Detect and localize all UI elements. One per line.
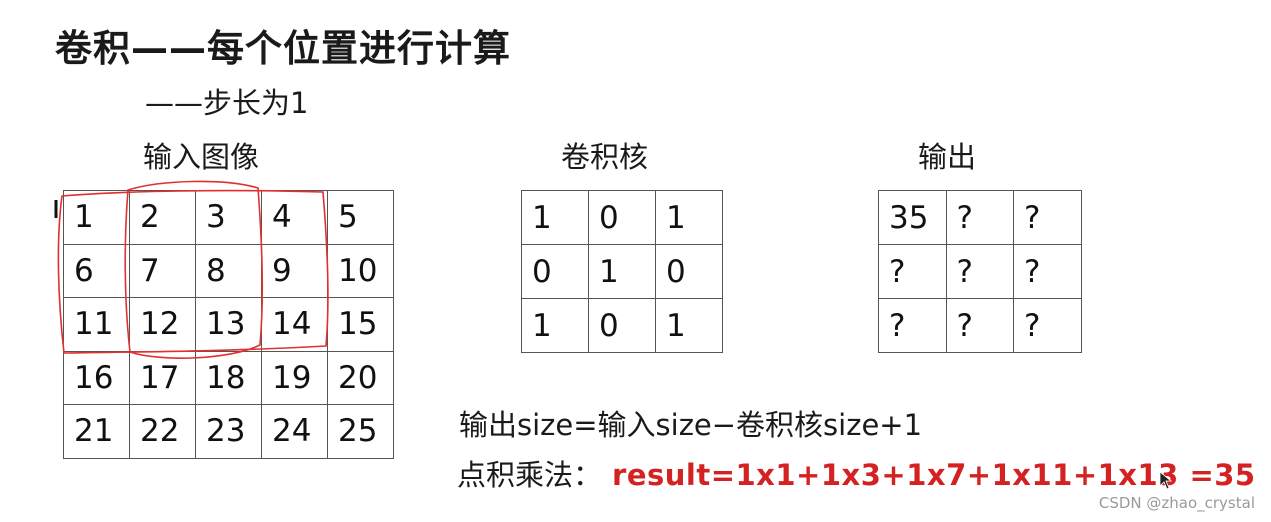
grid-cell: 14: [261, 297, 328, 352]
grid-cell: 0: [588, 298, 656, 353]
grid-cell: 17: [129, 350, 196, 405]
grid-cell: 12: [129, 297, 196, 352]
grid-cell: 0: [521, 244, 589, 299]
grid-cell: 8: [195, 243, 262, 298]
grid-row: 0 1 0: [521, 244, 723, 299]
grid-row: 35 ? ?: [878, 190, 1082, 245]
grid-cell: 4: [261, 190, 328, 245]
grid-cell: 5: [327, 190, 394, 245]
grid-cell: 7: [129, 243, 196, 298]
grid-cell: 1: [521, 298, 589, 353]
grid-cell: 1: [521, 190, 589, 245]
output-label: 输出: [918, 140, 977, 174]
grid-row: ? ? ?: [878, 298, 1082, 353]
kernel-grid: 1 0 1 0 1 0 1 0 1: [521, 190, 723, 353]
grid-row: 6 7 8 9 10: [63, 243, 394, 298]
grid-cell: 21: [63, 404, 130, 459]
input-image-label: 输入图像: [143, 140, 260, 174]
grid-cell: 1: [655, 190, 723, 245]
grid-cell: 13: [195, 297, 262, 352]
output-size-formula: 输出size=输入size−卷积核size+1: [459, 408, 923, 442]
grid-cell: 25: [327, 404, 394, 459]
grid-cell: ?: [1013, 190, 1082, 245]
grid-cell: ?: [878, 244, 947, 299]
grid-row: 16 17 18 19 20: [63, 350, 394, 405]
grid-cell: 22: [129, 404, 196, 459]
grid-cell: 18: [195, 350, 262, 405]
grid-row: 11 12 13 14 15: [63, 297, 394, 352]
grid-cell: ?: [878, 298, 947, 353]
grid-cell: ?: [1013, 298, 1082, 353]
stride-subtitle: ——步长为1: [145, 86, 309, 120]
grid-cell: 24: [261, 404, 328, 459]
grid-cell: 35: [878, 190, 947, 245]
grid-cell: ?: [1013, 244, 1082, 299]
watermark: CSDN @zhao_crystal: [1098, 494, 1255, 512]
grid-row: 1 0 1: [521, 298, 723, 353]
dot-product-label: 点积乘法：: [457, 458, 603, 492]
grid-cell: ?: [945, 190, 1014, 245]
grid-cell: 0: [588, 190, 656, 245]
grid-cell: 23: [195, 404, 262, 459]
grid-cell: 1: [63, 190, 130, 245]
grid-cell: 1: [655, 298, 723, 353]
grid-row: 1 2 3 4 5: [63, 190, 394, 245]
output-grid: 35 ? ? ? ? ? ? ? ?: [878, 190, 1082, 353]
grid-cell: 9: [261, 243, 328, 298]
grid-cell: 20: [327, 350, 394, 405]
grid-cell: 19: [261, 350, 328, 405]
grid-cell: 3: [195, 190, 262, 245]
dot-product-result: result=1x1+1x3+1x7+1x11+1x13 =35: [612, 458, 1256, 492]
grid-row: ? ? ?: [878, 244, 1082, 299]
grid-cell: 10: [327, 243, 394, 298]
grid-cell: ?: [945, 244, 1014, 299]
grid-row: 21 22 23 24 25: [63, 404, 394, 459]
grid-row: 1 0 1: [521, 190, 723, 245]
input-image-grid: 1 2 3 4 5 6 7 8 9 10 11 12 13 14 15 16 1…: [63, 190, 394, 459]
page-title: 卷积——每个位置进行计算: [55, 27, 511, 70]
grid-cell: 11: [63, 297, 130, 352]
grid-cell: 0: [655, 244, 723, 299]
grid-cell: 2: [129, 190, 196, 245]
kernel-label: 卷积核: [561, 140, 649, 174]
grid-cell: 16: [63, 350, 130, 405]
grid-cell: 1: [588, 244, 656, 299]
grid-cell: 15: [327, 297, 394, 352]
grid-cell: ?: [945, 298, 1014, 353]
dot-product-row: 点积乘法： result=1x1+1x3+1x7+1x11+1x13 =35: [457, 452, 1256, 494]
grid-cell: 6: [63, 243, 130, 298]
